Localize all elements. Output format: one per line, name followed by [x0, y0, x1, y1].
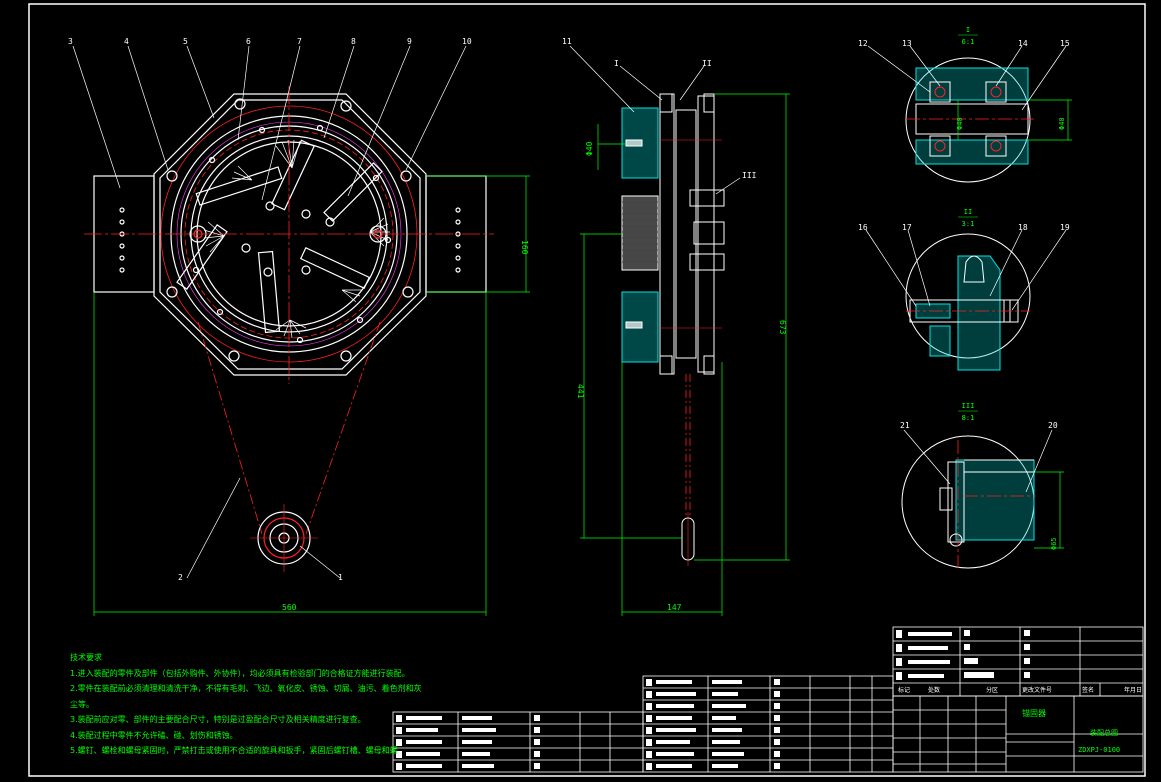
callout-7: 7 [297, 37, 302, 46]
tech-line-6: 5.螺钉、螺栓和螺母紧固时，严禁打击或使用不合适的旋具和扳手，紧固后螺钉槽、螺母… [70, 746, 398, 755]
knurled-block [621, 195, 659, 271]
drawing-name: 锚固器 [1022, 708, 1046, 718]
tech-line-1: 1.进入装配的零件及部件（包括外购件、外协件），均必须具有检验部门的合格证方能进… [70, 668, 410, 678]
dim-147: 147 [667, 603, 682, 612]
technical-requirements: 技术要求 1.进入装配的零件及部件（包括外购件、外协件），均必须具有检验部门的合… [70, 650, 422, 759]
tech-line-5: 4.装配过程中零件不允许磕、碰、划伤和锈蚀。 [70, 730, 238, 740]
callout-3: 3 [68, 37, 73, 46]
bolt-hole [228, 350, 240, 362]
detail-I-scale: 6:1 [962, 38, 975, 46]
drawing-unit: 装配总图 [1090, 728, 1118, 737]
callout-11: 11 [562, 37, 572, 46]
bolt-hole [166, 286, 178, 298]
title-headers: 标记 处数 分区 更改文件号 签名 年月日 [898, 686, 1142, 694]
side-view [569, 45, 790, 616]
callout-18: 18 [1018, 223, 1028, 232]
title-block [392, 626, 1144, 773]
dim-dia-40-side: Φ40 [585, 141, 594, 156]
header-mark: 标记 [898, 686, 910, 694]
detail-callouts: 12 13 14 15 16 17 18 19 21 20 [858, 39, 1070, 430]
header-date: 年月日 [1124, 686, 1142, 694]
tech-line-4: 3.装配前应对零、部件的主要配合尺寸，特别是过盈配合尺寸及相关精度进行复查。 [70, 715, 366, 724]
callout-15: 15 [1060, 39, 1070, 48]
callout-II: II [702, 59, 712, 68]
main-dimensions: 560 160 [282, 240, 529, 612]
bolt-hole [166, 170, 178, 182]
bolt-hole [400, 170, 412, 182]
bolt-hole [340, 350, 352, 362]
callout-1: 1 [338, 573, 343, 582]
lever-arms [176, 139, 383, 334]
callout-17: 17 [902, 223, 912, 232]
tech-line-2: 2.零件在装配前必须清理和清洗干净，不得有毛刺、飞边、氧化皮、锈蚀、切屑、油污、… [70, 684, 422, 693]
detail-view-III [901, 429, 1064, 569]
header-change-doc: 更改文件号 [1022, 686, 1052, 694]
detail-scales: I 6:1 II 3:1 III 8:1 [958, 26, 978, 422]
detail-I-label: I [966, 26, 970, 34]
header-count: 处数 [928, 686, 940, 694]
bolt-hole [402, 286, 414, 298]
dim-160: 160 [520, 240, 529, 255]
dim-dia-40-detail-2: Φ40 [1058, 117, 1066, 130]
callout-14: 14 [1018, 39, 1028, 48]
octagon-housing [153, 93, 427, 376]
detail-II-label: II [964, 208, 972, 216]
spring-fans [203, 139, 390, 339]
drawing-border [28, 3, 1146, 777]
plate-1 [659, 93, 675, 375]
tech-heading: 技术要求 [70, 653, 102, 662]
main-view [72, 45, 530, 616]
detail-II-scale: 3:1 [962, 220, 975, 228]
plate-3 [697, 95, 715, 373]
callout-13: 13 [902, 39, 912, 48]
callout-20: 20 [1048, 421, 1058, 430]
callout-I: I [614, 59, 619, 68]
dim-dia-65: Φ65 [1050, 537, 1058, 550]
bom-entries [396, 630, 1030, 770]
dim-560: 560 [282, 603, 297, 612]
callout-5: 5 [183, 37, 188, 46]
callout-8: 8 [351, 37, 356, 46]
bracket-holes [119, 207, 461, 273]
bolt-hole [234, 98, 246, 110]
callout-4: 4 [124, 37, 129, 46]
bolt-hole [340, 100, 352, 112]
detail-III-scale: 8:1 [962, 414, 975, 422]
side-dimensions: 147 673 441 Φ40 [576, 141, 787, 612]
callout-9: 9 [407, 37, 412, 46]
callout-10: 10 [462, 37, 472, 46]
dim-673: 673 [778, 320, 787, 335]
callout-2: 2 [178, 573, 183, 582]
detail-view-II [865, 229, 1067, 371]
callout-16: 16 [858, 223, 868, 232]
header-zone: 分区 [986, 686, 998, 694]
dim-441: 441 [576, 384, 585, 399]
callout-III: III [742, 171, 757, 180]
title-text: 锚固器 装配总图 ZDXPJ-0100 [1022, 708, 1120, 754]
header-sign: 签名 [1082, 686, 1094, 694]
tech-line-3: 尘等。 [70, 699, 94, 709]
detail-view-I [867, 45, 1072, 183]
callout-12: 12 [858, 39, 868, 48]
octagon-inner [159, 99, 421, 370]
detail-dimensions: Φ40 Φ40 Φ65 [956, 117, 1066, 550]
plate-2 [675, 109, 697, 359]
drawing-code: ZDXPJ-0100 [1078, 746, 1120, 754]
detail-III-label: III [962, 402, 975, 410]
dim-dia-40-detail: Φ40 [956, 117, 964, 130]
main-callouts: 3 4 5 6 7 8 9 10 2 1 [68, 37, 472, 582]
callout-6: 6 [246, 37, 251, 46]
callout-19: 19 [1060, 223, 1070, 232]
side-callouts: 11 I II III [562, 37, 757, 180]
callout-21: 21 [900, 421, 910, 430]
